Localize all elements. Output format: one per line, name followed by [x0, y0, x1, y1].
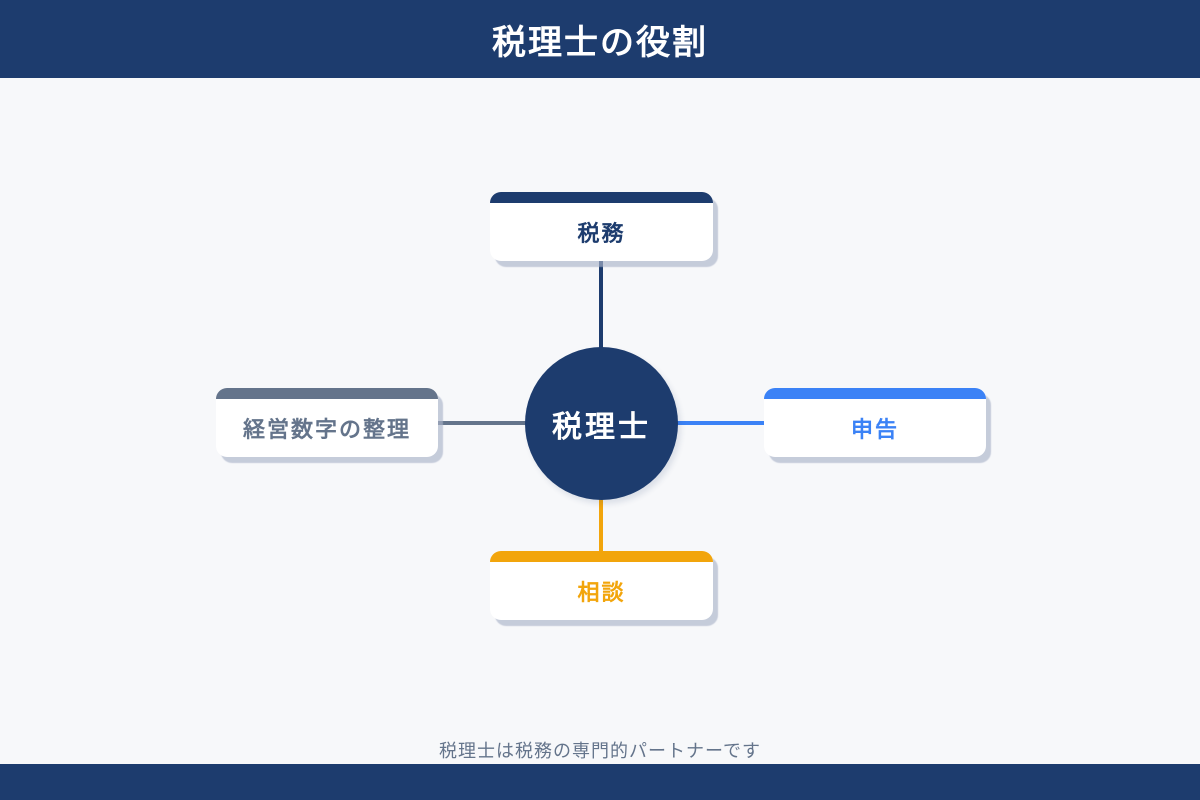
node-accent-bar — [764, 388, 986, 399]
node-filing: 申告 — [764, 388, 986, 457]
connector-left — [436, 421, 526, 425]
caption-text: 税理士は税務の専門的パートナーです — [439, 741, 761, 761]
node-tax-affairs: 税務 — [490, 192, 713, 261]
center-node-label: 税理士 — [552, 410, 651, 444]
node-accent-bar — [490, 551, 713, 562]
footer-bar — [0, 764, 1200, 800]
center-node: 税理士 — [525, 347, 678, 500]
connector-right — [676, 421, 765, 425]
node-accent-bar — [216, 388, 438, 399]
node-consultation: 相談 — [490, 551, 713, 620]
connector-top — [599, 261, 603, 349]
node-label: 相談 — [577, 580, 626, 605]
node-accent-bar — [490, 192, 713, 203]
header-bar: 税理士の役割 — [0, 0, 1200, 78]
node-label: 経営数字の整理 — [242, 417, 411, 442]
page-title: 税理士の役割 — [492, 23, 708, 62]
node-label: 税務 — [577, 221, 626, 246]
node-bookkeeping: 経営数字の整理 — [216, 388, 438, 457]
node-label: 申告 — [850, 417, 899, 442]
connector-bottom — [599, 498, 603, 552]
